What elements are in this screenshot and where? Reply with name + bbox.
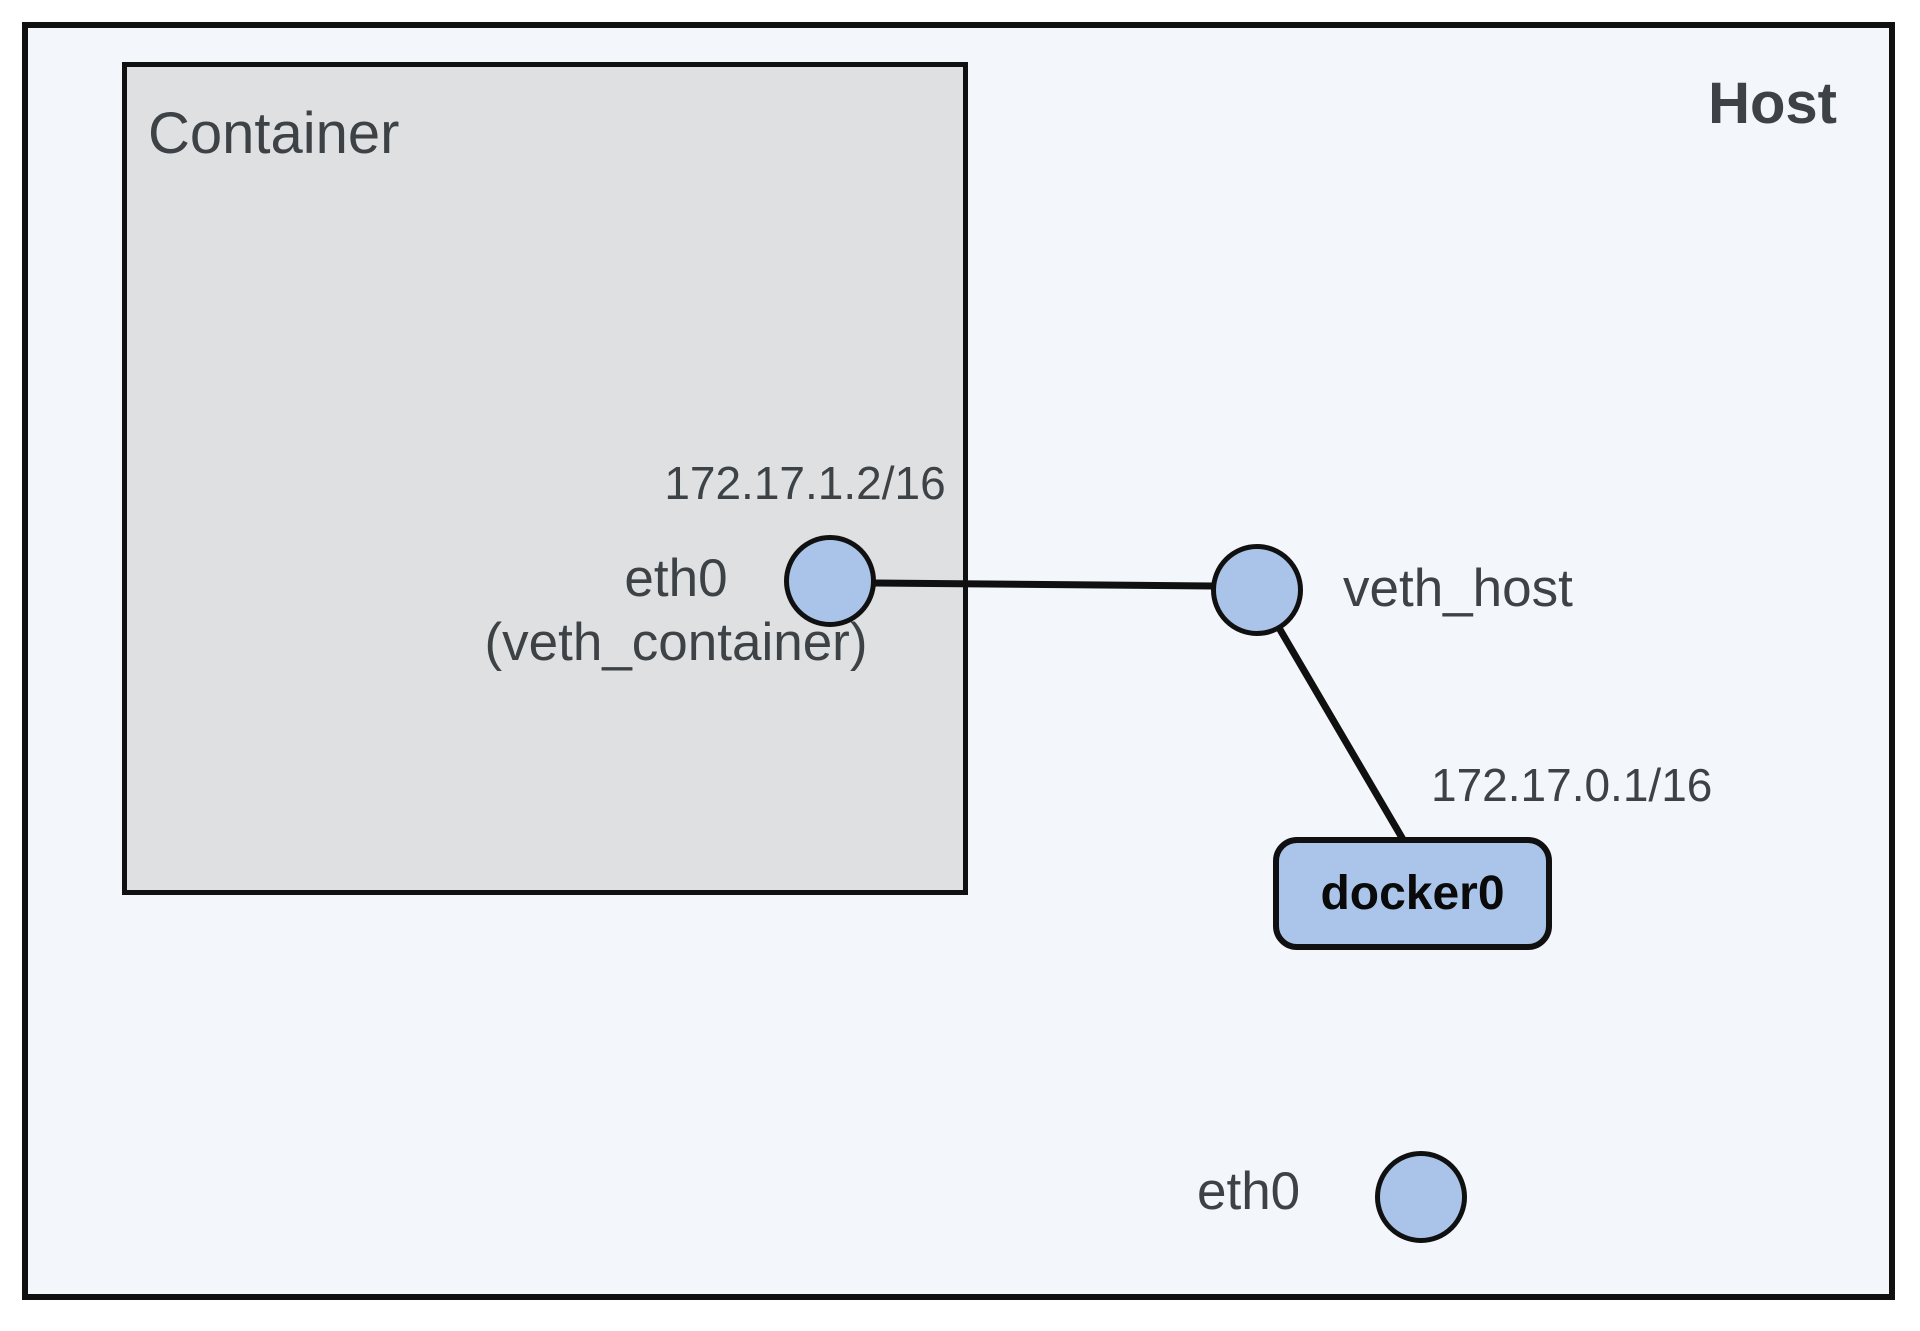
veth-container-label-line1: eth0 bbox=[624, 549, 728, 608]
edge-vethcontainer-vethhost bbox=[869, 579, 1216, 590]
veth-host-node bbox=[1211, 544, 1303, 636]
host-eth0-label: eth0 bbox=[1197, 1162, 1301, 1221]
docker0-label: docker0 bbox=[1320, 867, 1505, 920]
veth-container-label: eth0 (veth_container) bbox=[420, 547, 932, 675]
veth-container-node bbox=[784, 535, 876, 627]
container-box bbox=[122, 62, 968, 895]
ip-label-veth-container: 172.17.1.2/16 bbox=[664, 457, 946, 509]
host-title: Host bbox=[1708, 71, 1837, 136]
veth-host-label: veth_host bbox=[1343, 559, 1573, 618]
container-title: Container bbox=[148, 101, 400, 166]
docker0-bridge-node: docker0 bbox=[1273, 837, 1552, 950]
host-eth0-node bbox=[1375, 1151, 1467, 1243]
ip-label-docker0: 172.17.0.1/16 bbox=[1431, 759, 1713, 811]
edge-vethhost-docker0 bbox=[1254, 588, 1412, 852]
veth-container-label-line2: (veth_container) bbox=[484, 613, 868, 672]
